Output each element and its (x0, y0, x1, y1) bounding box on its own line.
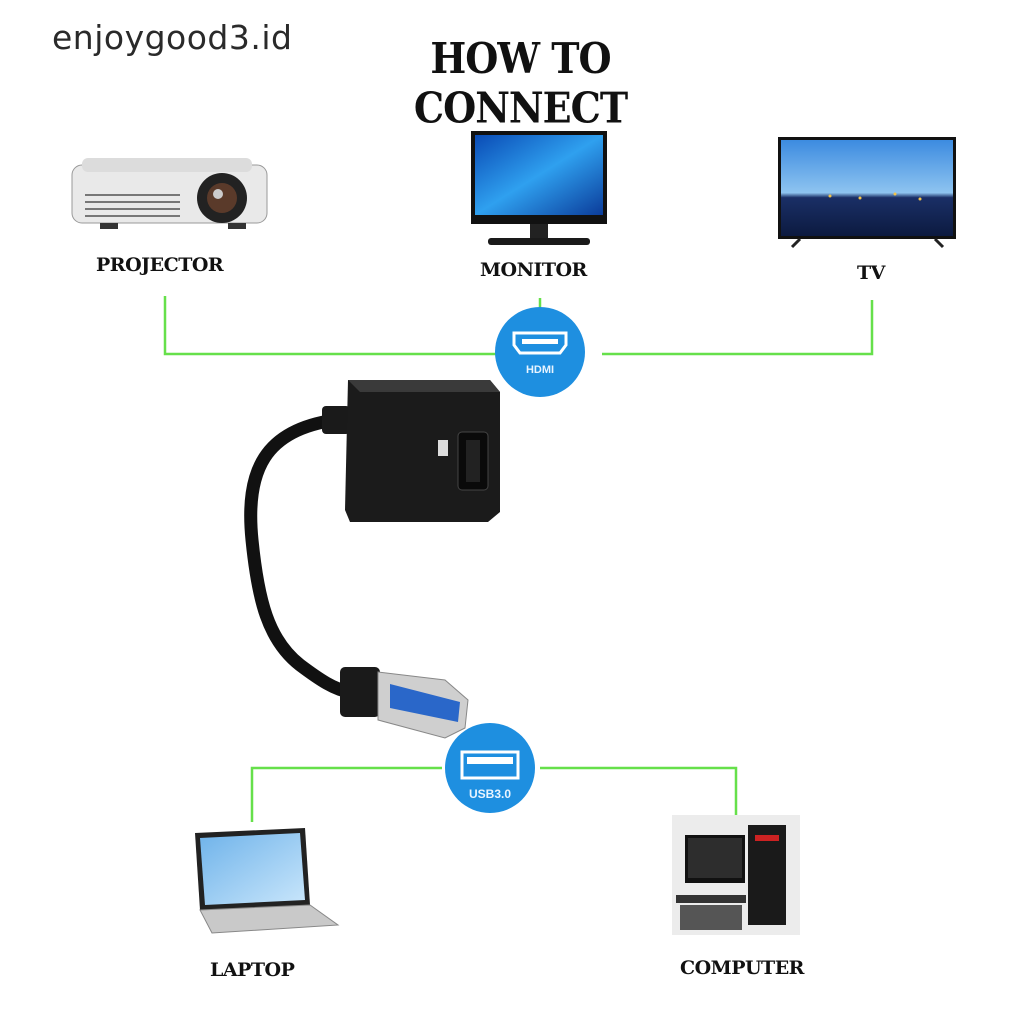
usb-to-hdmi-adapter (244, 380, 500, 739)
computer-line (540, 766, 738, 815)
tv-line (602, 300, 874, 356)
page-title: HOW TO CONNECT (413, 33, 628, 133)
usb-port-icon (460, 750, 520, 780)
projector-label: PROJECTOR (96, 254, 224, 276)
projector-line (163, 296, 498, 356)
usb-badge-label: USB3.0 (469, 787, 511, 801)
hdmi-port-icon (512, 331, 568, 355)
projector-icon (71, 158, 268, 229)
tv-icon (778, 137, 956, 249)
monitor-label: MONITOR (480, 259, 587, 281)
laptop-icon (195, 828, 340, 934)
desktop-computer-icon (672, 815, 800, 935)
hdmi-badge-label: HDMI (526, 364, 554, 376)
usb-badge: USB3.0 (445, 723, 535, 813)
watermark: enjoygood3.id (52, 18, 293, 57)
laptop-label: LAPTOP (210, 959, 295, 981)
laptop-line (250, 766, 442, 822)
hdmi-badge: HDMI (495, 307, 585, 397)
computer-label: COMPUTER (680, 957, 804, 979)
monitor-icon (471, 131, 607, 245)
tv-label: TV (857, 262, 885, 284)
connector-lines (163, 296, 874, 822)
